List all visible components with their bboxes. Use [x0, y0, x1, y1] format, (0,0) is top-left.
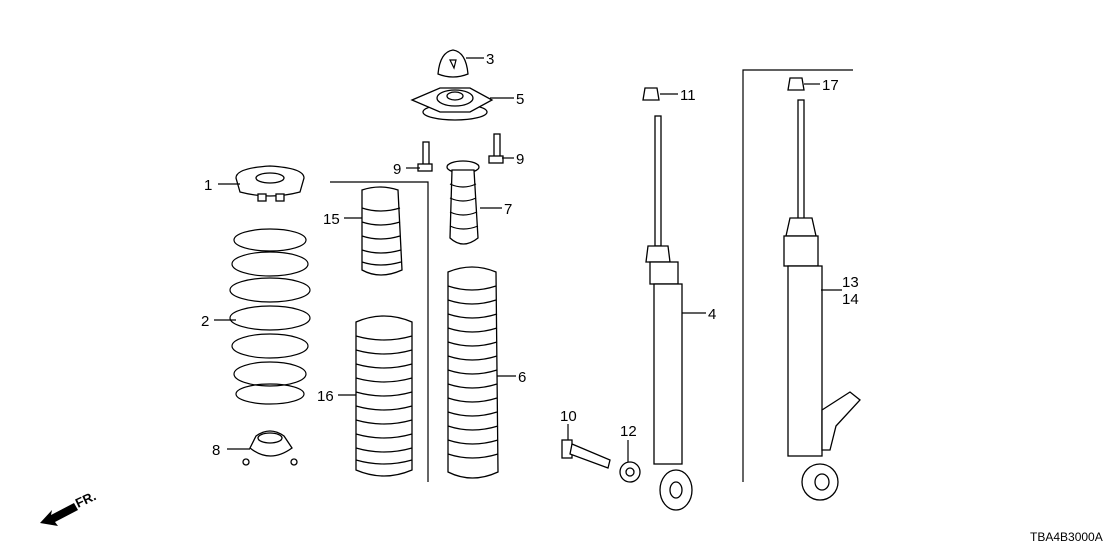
callout-12: 12 [620, 423, 637, 440]
part-12-washer[interactable] [619, 461, 641, 483]
part-2-coil-spring[interactable] [229, 228, 311, 405]
callout-7: 7 [504, 201, 512, 218]
part-3-cap[interactable] [437, 49, 469, 78]
part-7-bump-stop[interactable] [446, 160, 480, 245]
callout-4: 4 [708, 306, 716, 323]
front-label: FR. [73, 488, 98, 510]
part-9-bolt-left[interactable] [417, 141, 433, 172]
part-10-bolt[interactable] [561, 439, 611, 469]
front-arrow-icon [40, 503, 78, 526]
diagram-code: TBA4B3000A [1030, 530, 1103, 544]
callout-16: 16 [317, 388, 334, 405]
callout-13: 13 [842, 274, 859, 291]
part-8-lower-seat[interactable] [242, 430, 298, 466]
callout-6: 6 [518, 369, 526, 386]
part-11-nut[interactable] [642, 87, 660, 101]
part-6-dust-boot[interactable] [447, 266, 499, 479]
part-13-14-shock-absorber[interactable] [783, 99, 861, 501]
callout-9-left: 9 [393, 161, 401, 178]
group-divider-right [742, 69, 853, 482]
callout-8: 8 [212, 442, 220, 459]
part-1-spring-seat[interactable] [235, 165, 305, 202]
leader-lines [214, 57, 842, 462]
callout-14: 14 [842, 291, 859, 308]
callout-15: 15 [323, 211, 340, 228]
part-9-bolt-right[interactable] [488, 133, 504, 164]
callout-10: 10 [560, 408, 577, 425]
callout-2: 2 [201, 313, 209, 330]
callout-1: 1 [204, 177, 212, 194]
part-5-upper-mount[interactable] [410, 87, 494, 121]
part-4-shock-absorber[interactable] [645, 115, 693, 511]
part-17-nut[interactable] [787, 77, 805, 91]
part-15-bump-stop[interactable] [361, 186, 403, 276]
callout-11: 11 [680, 87, 696, 104]
group-divider-left [330, 181, 429, 482]
callout-5: 5 [516, 91, 524, 108]
part-16-dust-boot[interactable] [355, 315, 413, 477]
callout-3: 3 [486, 51, 494, 68]
callout-17: 17 [822, 77, 839, 94]
front-direction-indicator: FR. [40, 488, 98, 526]
callout-9-right: 9 [516, 151, 524, 168]
